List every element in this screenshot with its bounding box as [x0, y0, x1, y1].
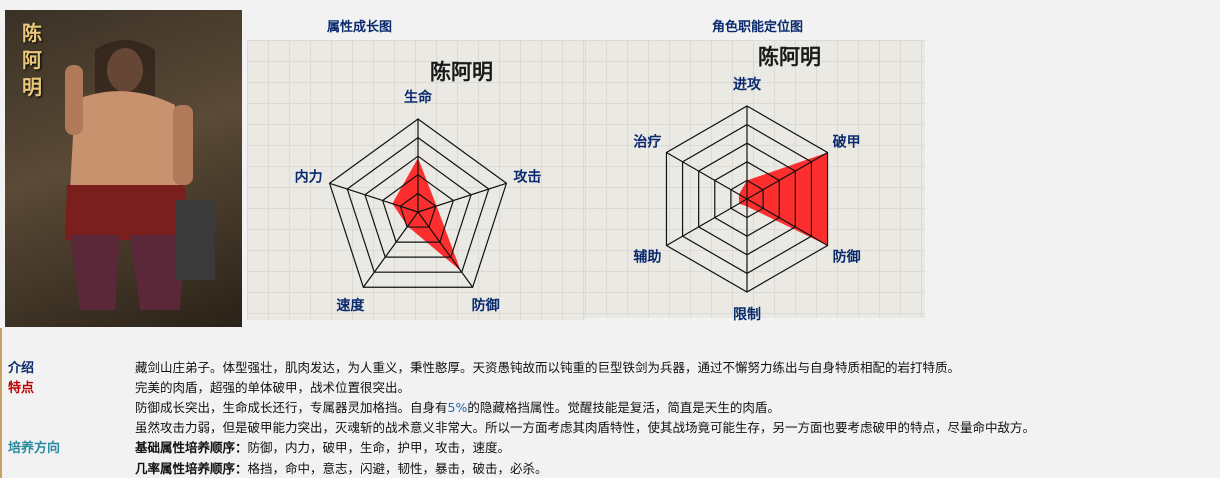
role-chart-title: 陈阿明 [758, 44, 821, 69]
feature-line: 防御成长突出，生命成长还行，专属器灵加格挡。自身有5%的隐藏格挡属性。觉醒技能是… [135, 397, 780, 416]
radar-grid-ring [328, 118, 508, 288]
radar-axis-label: 攻击 [513, 168, 541, 185]
role-chart-panel [585, 40, 925, 318]
radar-axis-line [746, 151, 828, 200]
radar-axis-line [417, 211, 474, 288]
base-order: 防御，内力，破甲，生命，护甲，攻击，速度。 [247, 440, 511, 455]
radar-axis-label: 内力 [295, 168, 323, 185]
base-order-title: 基础属性培养顺序： [135, 440, 248, 455]
feature-line: 完美的肉盾，超强的单体破甲，战术位置很突出。 [135, 380, 411, 395]
radar-axis-line [362, 211, 419, 288]
radar-axis-line [417, 182, 507, 213]
intro-text: 藏剑山庄弟子。体型强壮，肌肉发达，为人重义，秉性憨厚。天资愚钝故而以钝重的巨型铁… [135, 360, 961, 375]
character-portrait [5, 10, 242, 327]
radar-axis-label: 治疗 [633, 134, 661, 151]
feature-text: 防御成长突出，生命成长还行，专属器灵加格挡。自身有 [135, 400, 448, 415]
feature-label: 特点 [8, 381, 35, 396]
radar-data-area [392, 158, 461, 271]
radar-axis-label: 限制 [733, 306, 761, 323]
radar-grid-ring [399, 192, 437, 228]
percent-value: 5% [447, 400, 468, 415]
radar-grid-ring [346, 136, 490, 273]
radar-axis-label: 防御 [833, 249, 861, 266]
radar-axis-line [666, 198, 748, 247]
feature-line: 虽然攻击力弱，但是破甲能力突出，灭魂斩的战术意义非常大。所以一方面考虑其肉盾特性… [135, 420, 1036, 435]
radar-data-area [738, 152, 828, 246]
rate-order: 格挡，命中，意志，闪避，韧性，暴击，破击，必杀。 [247, 461, 548, 476]
radar-axis-line [329, 182, 419, 213]
train-label: 培养方向 [8, 441, 61, 456]
base-order-line: 基础属性培养顺序：防御，内力，破甲，生命，护甲，攻击，速度。 [135, 437, 510, 456]
rate-order-title: 几率属性培养顺序： [135, 461, 248, 476]
radar-axis-label: 速度 [336, 297, 365, 314]
radar-axis-line [746, 198, 828, 247]
growth-chart-heading: 属性成长图 [327, 20, 393, 35]
left-rule [0, 328, 2, 478]
radar-axis-label: 防御 [472, 297, 500, 314]
character-figure-icon [65, 40, 215, 310]
intro-label: 介绍 [8, 361, 35, 376]
rate-order-line: 几率属性培养顺序：格挡，命中，意志，闪避，韧性，暴击，破击，必杀。 [135, 458, 548, 477]
role-chart-heading: 角色职能定位图 [712, 20, 804, 35]
radar-axis-label: 进攻 [733, 76, 762, 93]
feature-text: 的隐藏格挡属性。觉醒技能是复活，简直是天生的肉盾。 [467, 400, 780, 415]
radar-axis-label: 生命 [404, 89, 433, 106]
growth-chart-title: 陈阿明 [430, 59, 493, 84]
radar-axis-line [666, 151, 748, 200]
radar-axis-label: 破甲 [833, 134, 861, 151]
radar-grid-ring [364, 155, 472, 258]
radar-axis-label: 辅助 [633, 249, 661, 266]
portrait-name: 陈阿明 [22, 21, 42, 99]
radar-grid-ring [381, 174, 455, 243]
